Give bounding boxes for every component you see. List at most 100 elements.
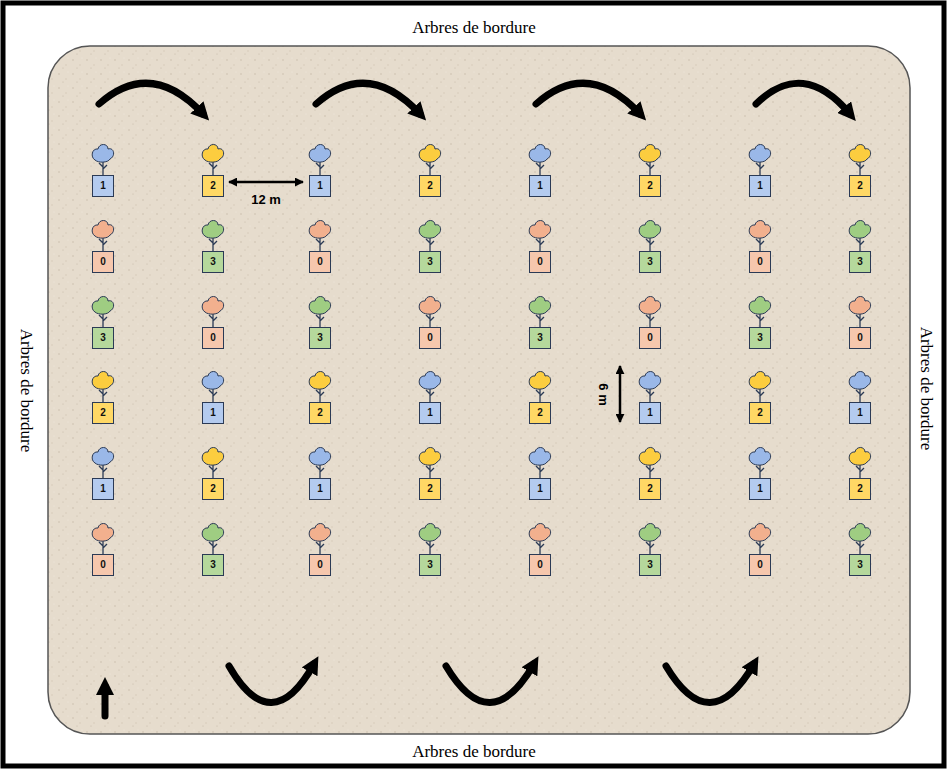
tree-icon (92, 448, 113, 479)
tree-icon (849, 145, 870, 176)
dimension-label: 6 m (596, 381, 611, 407)
tree-number: 1 (757, 484, 763, 494)
tree-icon (419, 221, 440, 252)
tree-icon (202, 221, 223, 252)
tree-icon (419, 297, 440, 328)
tree-number: 3 (647, 257, 653, 267)
border-label: Arbres de bordure (19, 328, 36, 452)
tree-number: 1 (210, 408, 216, 418)
tree-icon (749, 145, 770, 176)
field-ground (48, 46, 910, 734)
route-arrow (316, 83, 420, 114)
tree-number-box: 0 (202, 327, 224, 349)
tree-number-box: 0 (849, 327, 871, 349)
tree-icon (92, 372, 113, 403)
tree-icon (529, 372, 550, 403)
tree-icon (529, 524, 550, 555)
route-arrows (99, 83, 850, 716)
tree-number-box: 0 (309, 251, 331, 273)
tree-number-box: 3 (202, 554, 224, 576)
tree-number: 3 (857, 257, 863, 267)
tree-number: 1 (427, 408, 433, 418)
tree-icon (202, 297, 223, 328)
tree-number-box: 2 (749, 402, 771, 424)
tree-number: 2 (857, 181, 863, 191)
tree-number: 2 (210, 484, 216, 494)
tree-number-box: 0 (749, 554, 771, 576)
tree-number: 1 (537, 484, 543, 494)
tree-number-box: 1 (749, 175, 771, 197)
tree-icon (849, 221, 870, 252)
tree-number-box: 3 (639, 251, 661, 273)
tree-number: 0 (647, 333, 653, 343)
dimension-line-6m (619, 366, 622, 422)
tree-number: 3 (317, 333, 323, 343)
tree-number: 3 (647, 560, 653, 570)
dimension-lines (229, 182, 620, 422)
tree-number-box: 2 (639, 478, 661, 500)
tree-number-box: 0 (92, 251, 114, 273)
tree-number-box: 2 (849, 175, 871, 197)
tree-icon (309, 145, 330, 176)
tree-icon (639, 297, 660, 328)
tree-number: 2 (427, 484, 433, 494)
tree-number: 2 (647, 181, 653, 191)
tree-icon (529, 448, 550, 479)
tree-number-box: 3 (849, 251, 871, 273)
tree-icon (309, 448, 330, 479)
tree-icon (749, 448, 770, 479)
route-arrow (756, 83, 850, 114)
tree-number-box: 2 (202, 478, 224, 500)
tree-number: 3 (100, 333, 106, 343)
tree-icon (639, 221, 660, 252)
tree-number-box: 1 (749, 478, 771, 500)
tree-number: 0 (757, 257, 763, 267)
tree-number-box: 0 (639, 327, 661, 349)
tree-number-box: 1 (309, 478, 331, 500)
tree-icon (92, 221, 113, 252)
tree-number-box: 2 (419, 478, 441, 500)
tree-number: 1 (647, 408, 653, 418)
tree-number-box: 0 (529, 554, 551, 576)
tree-number: 1 (857, 408, 863, 418)
tree-number: 3 (537, 333, 543, 343)
tree-number-box: 2 (92, 402, 114, 424)
dimension-line-12m (229, 181, 303, 184)
tree-number: 2 (210, 181, 216, 191)
tree-icon (92, 524, 113, 555)
tree-icon (749, 297, 770, 328)
tree-icon (849, 448, 870, 479)
tree-number: 1 (317, 181, 323, 191)
tree-number-box: 1 (202, 402, 224, 424)
border-label: Arbres de bordure (412, 743, 536, 760)
tree-number-box: 1 (92, 478, 114, 500)
tree-number-box: 1 (92, 175, 114, 197)
tree-number-box: 2 (419, 175, 441, 197)
route-arrow (446, 664, 534, 703)
tree-number-box: 3 (849, 554, 871, 576)
tree-icon (529, 297, 550, 328)
tree-number: 0 (537, 560, 543, 570)
tree-number-box: 1 (309, 175, 331, 197)
tree-number-box: 0 (749, 251, 771, 273)
tree-number: 3 (757, 333, 763, 343)
tree-icon (849, 524, 870, 555)
route-arrow (536, 83, 640, 114)
tree-number-box: 3 (419, 554, 441, 576)
tree-icon (202, 448, 223, 479)
route-arrow (666, 664, 754, 703)
tree-number: 0 (857, 333, 863, 343)
tree-icon (749, 524, 770, 555)
tree-number-box: 1 (639, 402, 661, 424)
tree-number: 1 (100, 484, 106, 494)
border-label: Arbres de bordure (919, 326, 936, 450)
tree-number: 2 (757, 408, 763, 418)
tree-number-box: 3 (92, 327, 114, 349)
tree-number-box: 1 (849, 402, 871, 424)
tree-icon (309, 221, 330, 252)
tree-icon (419, 524, 440, 555)
tree-number-box: 3 (309, 327, 331, 349)
tree-number-box: 2 (202, 175, 224, 197)
tree-icon (639, 448, 660, 479)
tree-number-box: 1 (419, 402, 441, 424)
